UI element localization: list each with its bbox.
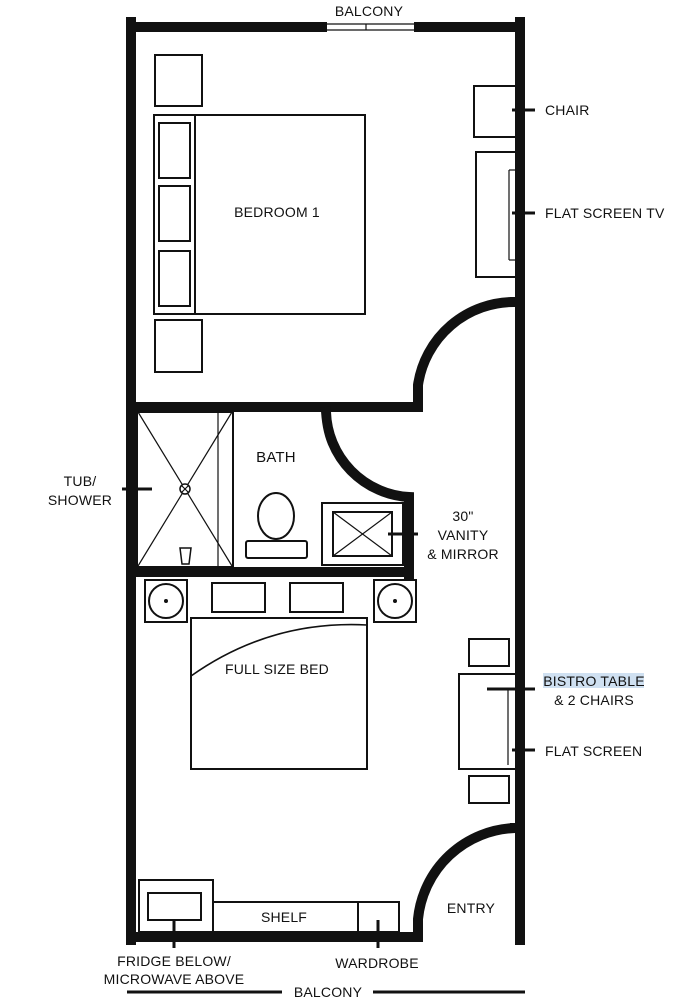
bistro-chair-top xyxy=(468,638,510,667)
interior-walls xyxy=(126,296,525,942)
pillow xyxy=(158,185,191,242)
tub-shower-label-2: SHOWER xyxy=(48,492,112,508)
pillow xyxy=(211,582,266,613)
shelf-label: SHELF xyxy=(261,909,307,925)
bedroom2-furniture xyxy=(144,579,517,804)
fridge-label-1: FRIDGE BELOW/ xyxy=(117,953,231,969)
tub-shower-label-1: TUB/ xyxy=(64,473,97,489)
nightstand-top xyxy=(154,54,203,107)
bedroom1-label: BEDROOM 1 xyxy=(234,204,320,220)
entry-door-swing xyxy=(413,822,521,942)
microwave xyxy=(147,892,202,921)
bedroom1-door-swing xyxy=(413,296,521,412)
tv-console xyxy=(475,151,517,278)
wardrobe-label: WARDROBE xyxy=(335,955,419,971)
nightstand-bottom xyxy=(154,319,203,373)
chair xyxy=(473,85,517,138)
toilet-bowl xyxy=(257,492,295,540)
chair-label: CHAIR xyxy=(545,102,590,118)
bistro-table-label-2: & 2 CHAIRS xyxy=(554,692,634,708)
bath-label: BATH xyxy=(256,449,296,466)
pillow xyxy=(289,582,344,613)
faucet xyxy=(179,547,192,565)
text-highlight xyxy=(543,673,644,688)
shelf xyxy=(212,901,359,933)
entry-label: ENTRY xyxy=(447,900,496,916)
flat-screen-tv-label: FLAT SCREEN TV xyxy=(545,205,665,221)
fridge-label-2: MICROWAVE ABOVE xyxy=(104,971,245,987)
toilet-tank xyxy=(245,540,308,559)
balcony-top-label: BALCONY xyxy=(335,3,404,19)
bath-fixtures xyxy=(136,411,404,568)
flat-screen-label: FLAT SCREEN xyxy=(545,743,642,759)
full-size-bed-label: FULL SIZE BED xyxy=(225,661,329,677)
leader-lines xyxy=(122,108,535,994)
exterior-walls xyxy=(126,17,525,945)
pillow xyxy=(158,250,191,307)
bistro-table-label-1: BISTRO TABLE xyxy=(543,673,644,689)
vanity-label-3: & MIRROR xyxy=(427,546,499,562)
labels: BALCONY CHAIR FLAT SCREEN TV BEDROOM 1 B… xyxy=(48,3,665,1000)
full-size-bed xyxy=(190,617,368,770)
pillow xyxy=(158,122,191,179)
vanity-label-1: 30" xyxy=(452,508,473,524)
bistro-chair-bottom xyxy=(468,775,510,804)
balcony-door-top xyxy=(322,23,419,31)
balcony-bottom-label: BALCONY xyxy=(294,984,363,1000)
bedroom1-furniture xyxy=(153,54,517,373)
bath-curved-wall xyxy=(320,406,414,580)
vanity-label-2: VANITY xyxy=(438,527,489,543)
